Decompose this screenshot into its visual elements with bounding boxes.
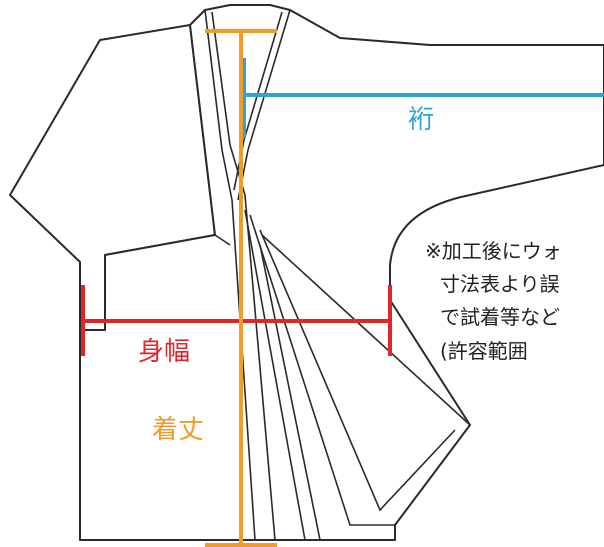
note-line-4: (許容範囲 <box>440 339 528 363</box>
front-panel-edge-1 <box>231 199 256 541</box>
front-panel-edge-2 <box>244 194 276 541</box>
front-panel-fold-1 <box>249 214 395 526</box>
front-panel-fold-3 <box>261 234 471 426</box>
front-panel-fold-4 <box>259 244 321 541</box>
length-label: 着丈 <box>152 415 204 445</box>
length-measure <box>205 29 277 547</box>
note-line-3: で試着等など <box>440 305 560 329</box>
underarm-line <box>214 234 231 246</box>
note-line-1: ※加工後にウォ <box>425 239 562 263</box>
jacket-body <box>79 4 604 541</box>
front-panel-fold-2 <box>259 229 456 512</box>
body-width-label: 身幅 <box>138 337 190 367</box>
collar-left-edge <box>204 9 233 201</box>
note-line-2: 寸法表より誤 <box>440 272 560 296</box>
front-panel-edge-3 <box>244 209 306 541</box>
sleeve-length-label: 裄 <box>408 105 434 135</box>
sleeve-length-measure <box>242 58 604 138</box>
collar-inner-right <box>233 11 283 191</box>
body-width-measure <box>81 285 392 356</box>
